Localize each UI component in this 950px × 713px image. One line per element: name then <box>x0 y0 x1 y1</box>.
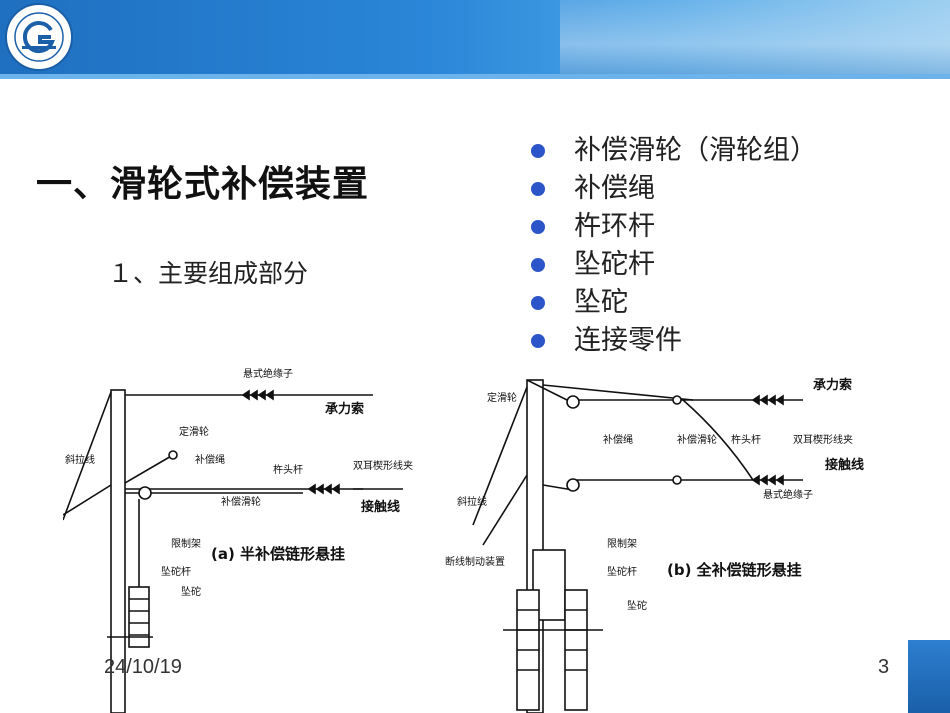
caption-b: (b) 全补偿链形悬挂 <box>667 561 802 579</box>
label-a-comp-rope: 补偿绳 <box>195 453 225 466</box>
label-b-messenger-wire: 承力索 <box>813 377 852 393</box>
bullet-item: 杵环杆 <box>528 208 817 246</box>
label-a-comp-pulley: 补偿滑轮 <box>221 495 261 508</box>
label-b-guy-wire: 斜拉线 <box>457 495 487 508</box>
bullet-dot-icon <box>531 334 545 348</box>
label-a-fixed-pulley: 定滑轮 <box>179 425 209 438</box>
header-train-photo <box>560 0 950 74</box>
label-b-fixed-pulley: 定滑轮 <box>487 391 517 404</box>
label-a-limit-frame: 限制架 <box>171 537 201 550</box>
bullet-dot-icon <box>531 220 545 234</box>
bullet-dot-icon <box>531 258 545 272</box>
label-b-break-device: 断线制动装置 <box>445 555 505 568</box>
label-a-weight-rod: 坠砣杆 <box>161 565 191 578</box>
label-a-messenger-wire: 承力索 <box>325 401 364 417</box>
slide-subtitle: １、主要组成部分 <box>108 259 309 288</box>
diagram-b <box>472 379 803 713</box>
bullet-dot-icon <box>531 182 545 196</box>
label-a-suspension-insulator: 悬式绝缘子 <box>243 367 293 380</box>
label-a-weight: 坠砣 <box>181 585 201 598</box>
label-b-comp-rope: 补偿绳 <box>603 433 633 446</box>
label-b-limit-frame: 限制架 <box>607 537 637 550</box>
bullet-item: 补偿滑轮（滑轮组） <box>528 132 817 170</box>
page-number: 3 <box>878 656 890 678</box>
bullet-dot-icon <box>531 296 545 310</box>
bullet-dot-icon <box>531 144 545 158</box>
label-b-weight: 坠砣 <box>627 599 647 612</box>
diagram-a <box>63 389 403 713</box>
bullet-item: 坠砣杆 <box>528 246 817 284</box>
label-a-guy-wire: 斜拉线 <box>65 453 95 466</box>
label-b-weight-rod: 坠砣杆 <box>607 565 637 578</box>
label-b-contact-wire: 接触线 <box>825 457 864 473</box>
label-a-head-rod: 杵头杆 <box>273 463 303 476</box>
compensation-device-diagram: 悬式绝缘子 承力索 斜拉线 定滑轮 补偿绳 杵头杆 双耳楔形线夹 补偿滑轮 接触… <box>63 365 901 713</box>
label-b-suspension-insulator: 悬式绝缘子 <box>763 488 813 501</box>
label-b-double-ear-clamp: 双耳楔形线夹 <box>793 433 853 446</box>
header-divider <box>0 74 950 79</box>
label-b-comp-pulley: 补偿滑轮 <box>677 433 717 446</box>
school-logo-icon <box>5 3 73 71</box>
bullet-item: 坠砣 <box>528 284 817 322</box>
footer-date: 24/10/19 <box>104 656 182 678</box>
label-b-head-rod: 杵头杆 <box>731 433 761 446</box>
corner-decoration <box>908 640 950 713</box>
caption-a: (a) 半补偿链形悬挂 <box>211 545 345 563</box>
label-a-contact-wire: 接触线 <box>361 499 400 515</box>
label-a-double-ear-clamp: 双耳楔形线夹 <box>353 459 413 472</box>
bullet-list: 补偿滑轮（滑轮组） 补偿绳 杵环杆 坠砣杆 坠砣 连接零件 <box>528 132 817 360</box>
bullet-item: 连接零件 <box>528 322 817 360</box>
bullet-item: 补偿绳 <box>528 170 817 208</box>
slide-title: 一、滑轮式补偿装置 <box>36 163 370 205</box>
